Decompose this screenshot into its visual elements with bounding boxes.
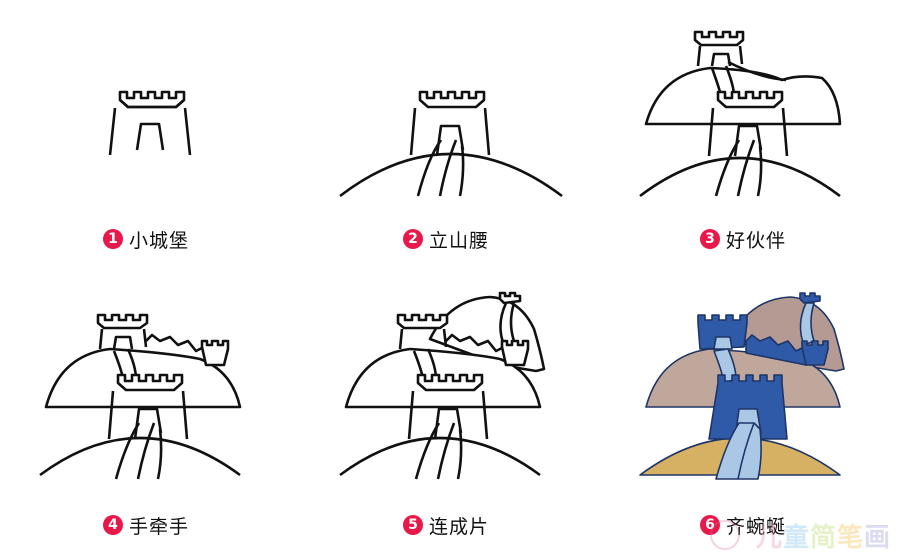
step-5-caption: 5 连成片 [403,512,489,538]
watermark-char: 笔 [836,523,863,553]
step-1-label: 小城堡 [129,229,190,252]
step-4-drawing [39,313,242,480]
watermark-char: 画 [863,523,890,553]
step-6-caption: 6 齐蜿蜒 [700,512,786,538]
step-1-number: 1 [103,229,123,249]
step-6-label: 齐蜿蜒 [726,515,787,538]
step-2-drawing [339,90,563,198]
step-4-number: 4 [103,515,123,535]
step-6-drawing [639,292,845,480]
watermark: 儿 童 简 笔 画 [756,517,890,554]
step-5-drawing [339,291,546,480]
step-4-caption: 4 手牵手 [103,512,189,538]
step-2-label: 立山腰 [429,229,490,252]
step-3-drawing [639,30,842,198]
watermark-char: 儿 [755,523,782,553]
watermark-char: 简 [809,523,836,553]
step-5-number: 5 [403,515,423,535]
step-5-panel: 5 连成片 [300,279,600,558]
step-3-caption: 3 好伙伴 [700,226,786,252]
step-2-panel: 2 立山腰 [300,0,600,279]
step-3-number: 3 [700,229,720,249]
step-5-label: 连成片 [429,515,490,538]
step-2-number: 2 [403,229,423,249]
step-2-caption: 2 立山腰 [403,226,489,252]
step-1-drawing [108,90,192,156]
step-6-panel: 6 齐蜿蜒 [600,279,900,558]
step-3-label: 好伙伴 [726,229,787,252]
step-1-panel: 1 小城堡 [0,0,300,279]
watermark-char: 童 [782,523,809,553]
watermark-logo-icon [710,520,740,550]
step-4-panel: 4 手牵手 [0,279,300,558]
step-4-label: 手牵手 [129,515,190,538]
step-1-caption: 1 小城堡 [103,226,189,252]
step-3-panel: 3 好伙伴 [600,0,900,279]
